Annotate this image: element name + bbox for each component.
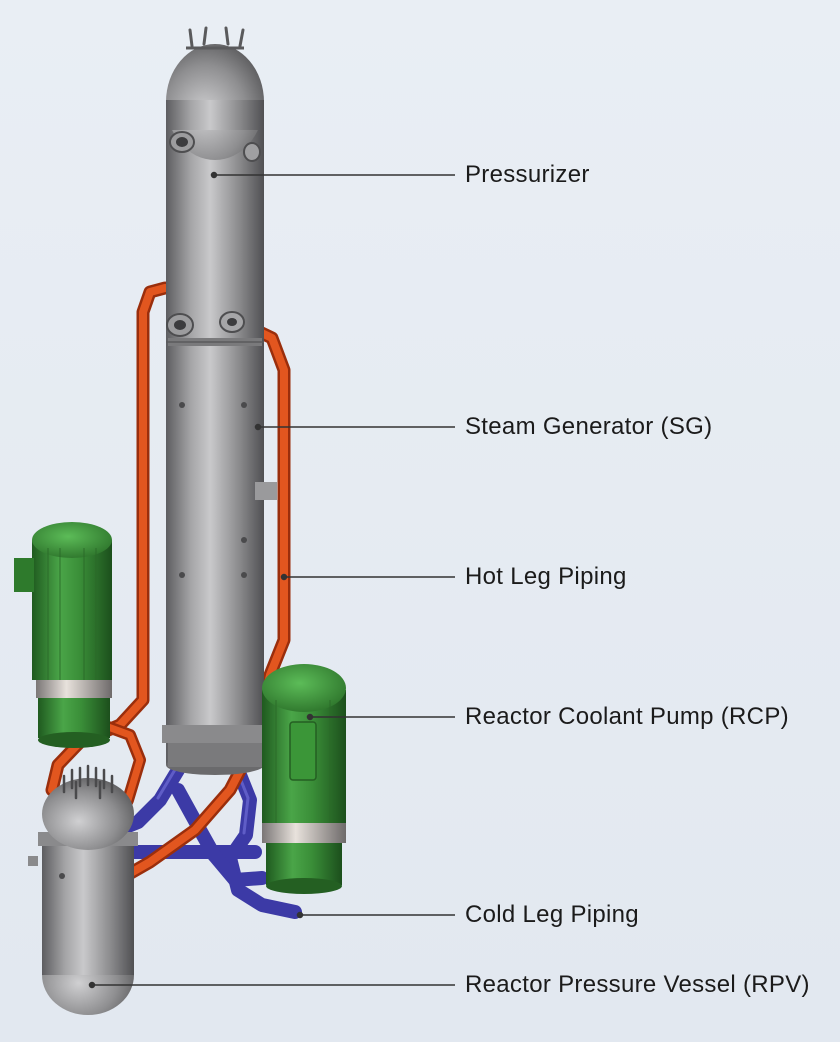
label-hot-leg-piping: Hot Leg Piping	[465, 563, 627, 590]
steam-generator-column	[162, 26, 277, 775]
label-reactor-pressure-vessel: Reactor Pressure Vessel (RPV)	[465, 971, 810, 998]
left-reactor-coolant-pump	[14, 522, 112, 748]
label-reactor-coolant-pump: Reactor Coolant Pump (RCP)	[465, 703, 789, 730]
leader-lines	[88, 171, 455, 989]
reactor-pressure-vessel	[28, 764, 138, 1015]
right-reactor-coolant-pump	[262, 664, 346, 894]
label-cold-leg-piping: Cold Leg Piping	[465, 901, 639, 928]
label-pressurizer: Pressurizer	[465, 161, 590, 188]
label-steam-generator: Steam Generator (SG)	[465, 413, 713, 440]
